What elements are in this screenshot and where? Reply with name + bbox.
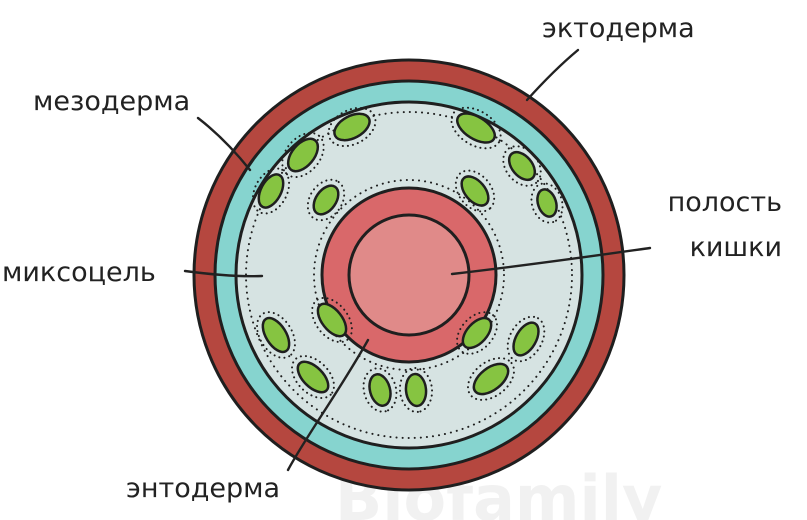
ellipse-cell-icon <box>456 112 496 144</box>
cell-halo <box>456 311 498 355</box>
ellipse-cell-icon <box>296 360 330 394</box>
cell-halo <box>530 182 564 224</box>
gut-cavity-label-line2: кишки <box>690 232 782 263</box>
cell-halo <box>362 367 398 413</box>
ectoderm-leader <box>525 48 580 102</box>
gut-cavity-label-line1: полость <box>668 187 782 218</box>
cell-halo <box>306 178 346 222</box>
ellipse-cell-icon <box>312 184 340 216</box>
gut-cavity <box>347 213 471 337</box>
cell-halo <box>466 357 516 401</box>
cell-halo <box>506 315 546 363</box>
cell-halo <box>281 131 325 179</box>
ellipse-cell-icon <box>286 137 320 173</box>
cell-halo <box>256 311 296 359</box>
mesoderm-label: мезодерма <box>33 86 190 117</box>
cell-halo <box>291 355 335 399</box>
cell-halo <box>251 167 291 215</box>
myxocoel-label: миксоцель <box>2 257 156 288</box>
ellipse-cell-icon <box>472 362 510 396</box>
endoderm-leader <box>286 338 370 472</box>
endoderm-label: энтодерма <box>126 473 280 504</box>
myxocoel-leader <box>183 269 264 278</box>
cell-halo <box>398 367 434 413</box>
cell-group <box>251 106 564 413</box>
ellipse-cell-icon <box>507 150 537 182</box>
ellipse-cell-icon <box>261 316 291 354</box>
ectoderm-label: эктодерма <box>542 13 695 44</box>
cell-halo <box>502 145 542 187</box>
ellipse-cell-icon <box>460 175 490 207</box>
ellipse-cell-icon <box>368 373 392 407</box>
endoderm-dotted-ring <box>313 179 505 371</box>
cell-halo <box>327 106 377 148</box>
mesoderm-leader <box>196 116 252 172</box>
cavity-leader <box>450 246 652 276</box>
ellipse-cell-icon <box>536 188 558 218</box>
ellipse-cell-icon <box>512 321 540 357</box>
ellipse-cell-icon <box>461 316 493 350</box>
cell-halo <box>450 106 502 150</box>
ellipse-cell-icon <box>316 302 348 338</box>
cell-halo <box>311 296 353 344</box>
ellipse-cell-icon <box>404 372 428 408</box>
ellipse-cell-icon <box>257 173 285 209</box>
ellipse-cell-icon <box>333 112 371 142</box>
cell-halo <box>454 169 496 213</box>
